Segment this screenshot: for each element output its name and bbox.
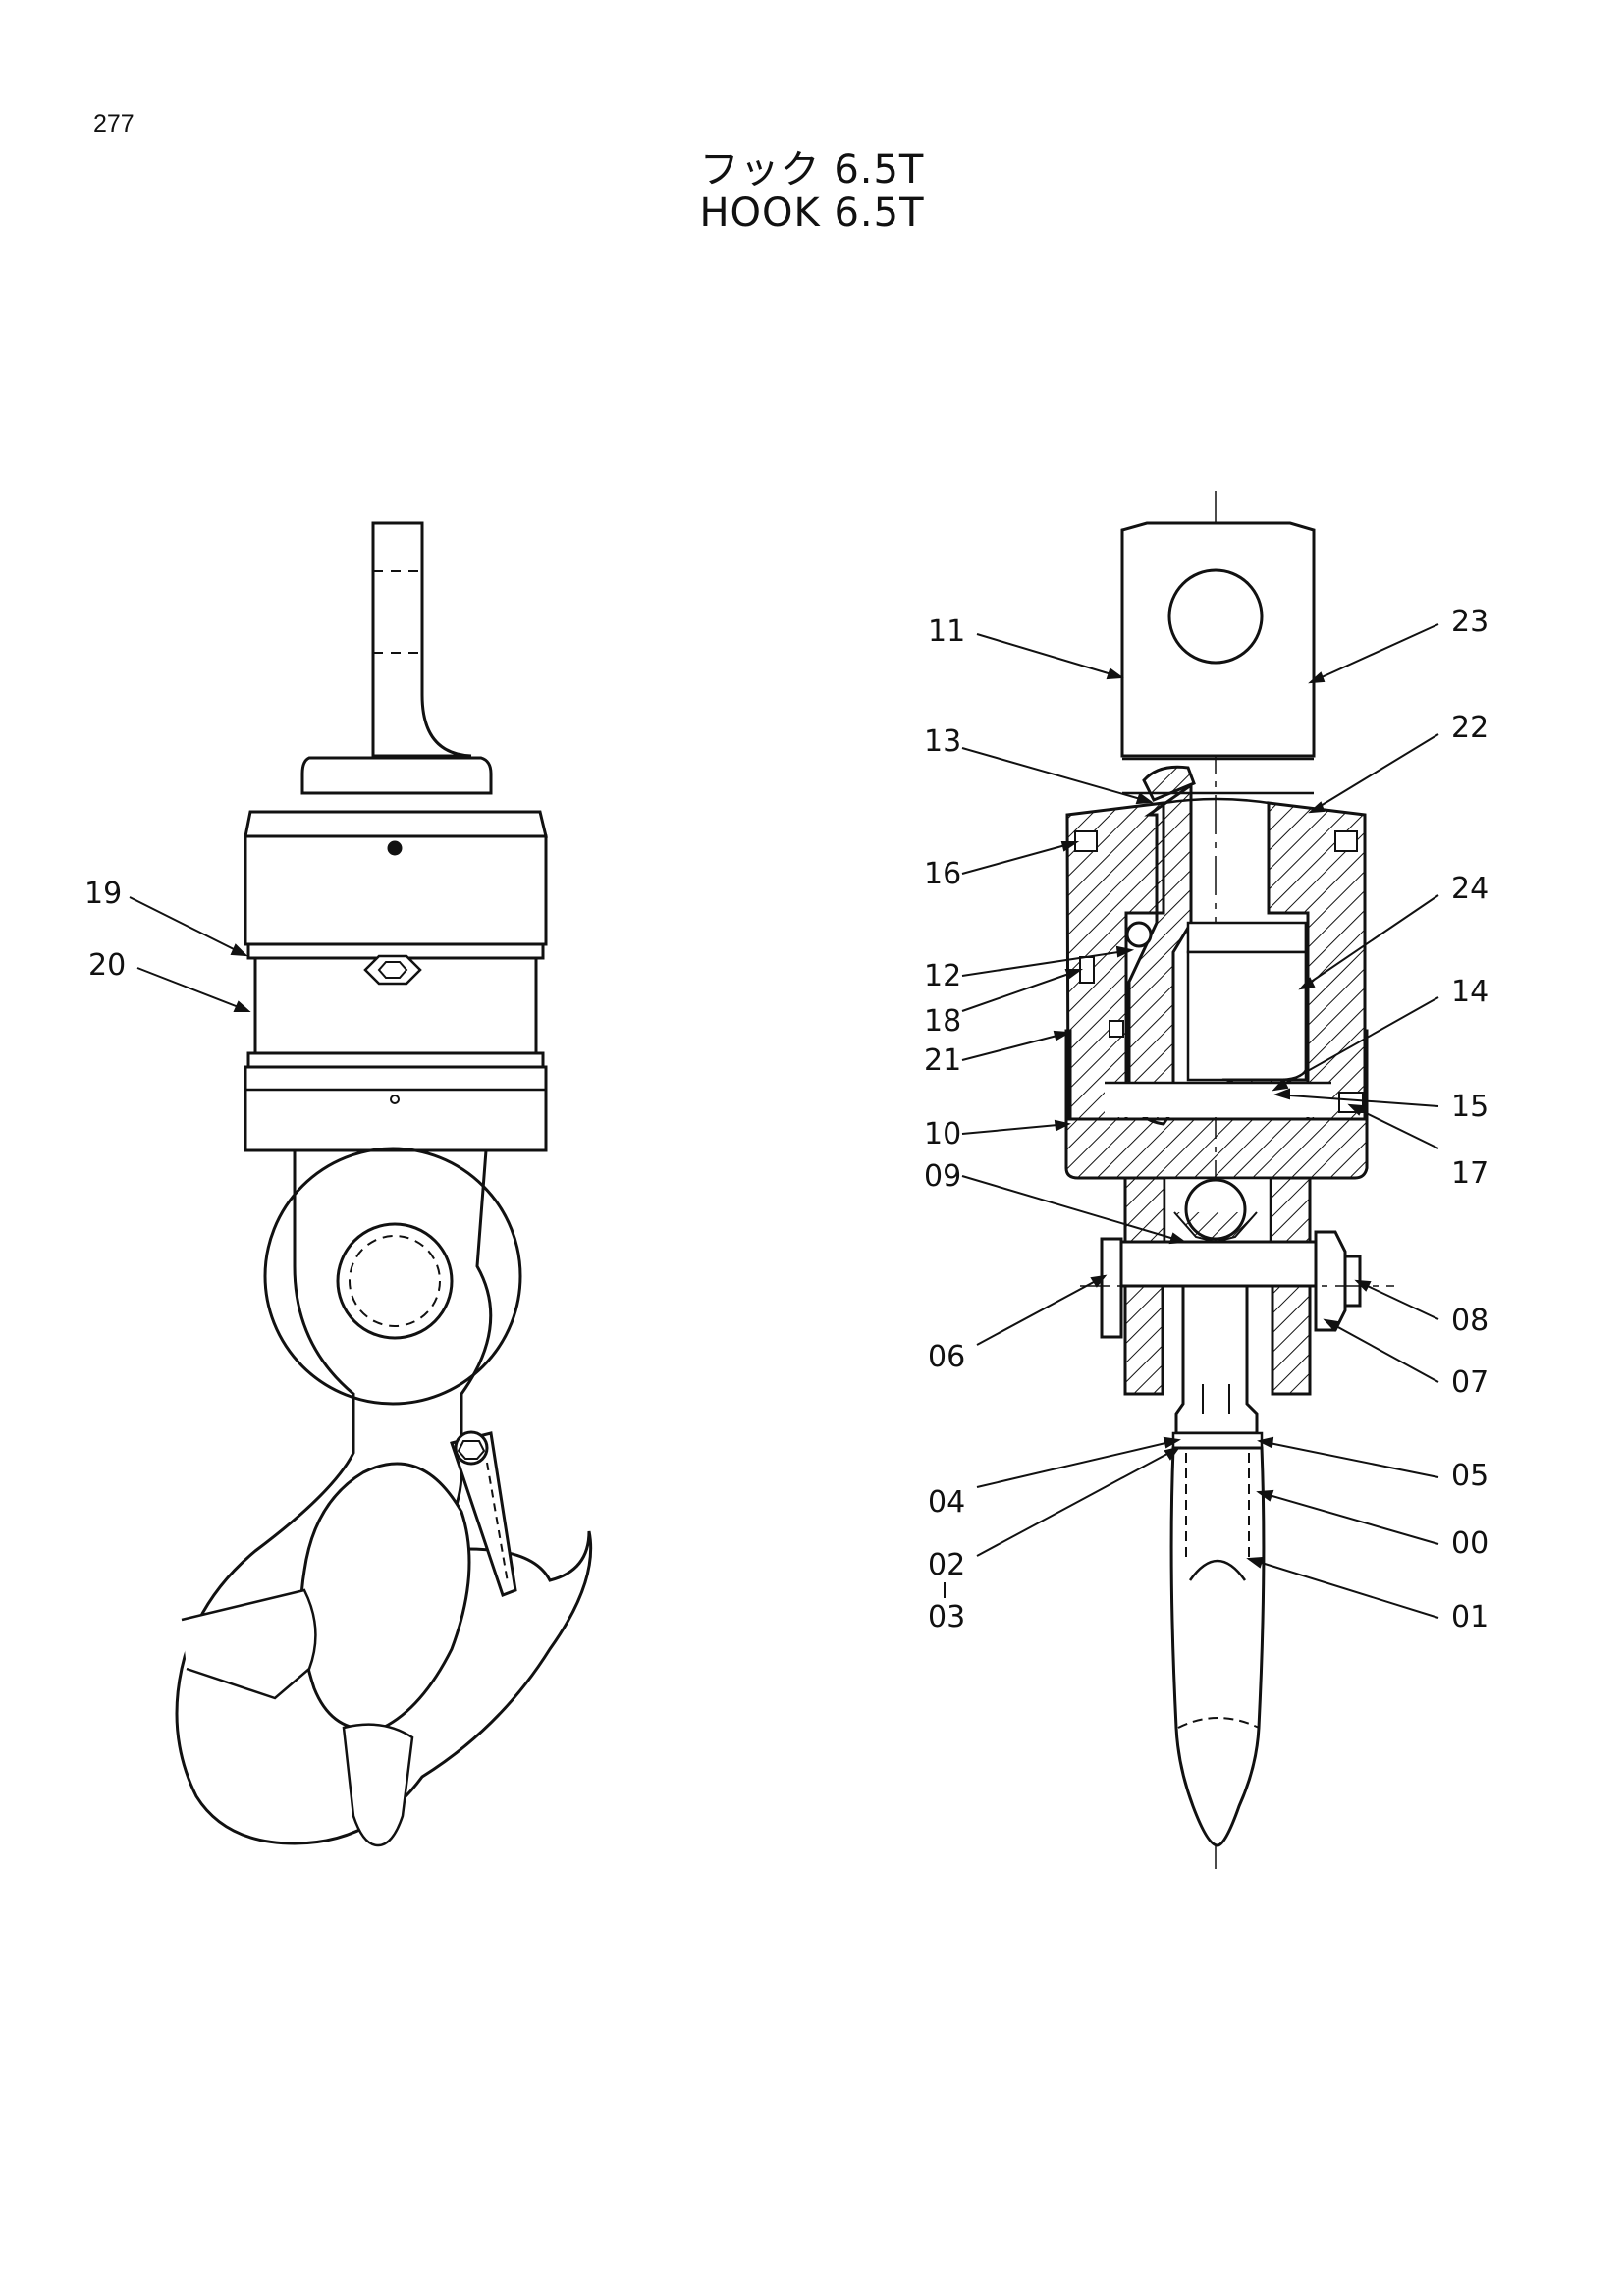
callout-24: 24 [1451,872,1489,906]
callout-20: 20 [88,948,126,983]
right-section-view [1064,491,1394,1875]
title-english: HOOK 6.5T [699,190,925,236]
callout-15: 15 [1451,1090,1489,1124]
callout-17: 17 [1451,1156,1489,1191]
callout-22: 22 [1451,711,1489,745]
left-cap [244,810,548,838]
callout-11: 11 [928,614,965,649]
page-number: 277 [93,110,135,137]
callout-09: 09 [924,1159,961,1194]
left-shank [371,521,472,758]
right-clevis-hole [1167,568,1264,665]
right-pin-nut [1314,1230,1347,1332]
left-pin-outer [336,1222,454,1340]
callout-10: 10 [924,1117,961,1151]
callout-16: 16 [924,857,961,891]
right-cross-pin [1100,1240,1320,1288]
right-side-bolt-right [1334,830,1358,852]
title-japanese: フック 6.5T [699,147,925,192]
right-base-plate [1064,1029,1369,1180]
callout-18: 18 [924,1004,961,1039]
callout-05: 05 [1451,1459,1489,1493]
left-hook-view [175,521,593,1847]
callout-14: 14 [1451,975,1489,1009]
callout-07: 07 [1451,1365,1489,1400]
callout-23: 23 [1451,605,1489,639]
callout-08: 08 [1451,1304,1489,1338]
callout-19: 19 [84,877,122,911]
callout-04: 04 [928,1485,965,1520]
callout-03: 03 [928,1600,965,1634]
left-pin-inner [349,1235,441,1327]
left-lower-collar [244,1065,548,1152]
right-inner-bore [1186,921,1308,954]
callout-02: 02 [928,1548,965,1582]
callout-00: 00 [1451,1526,1489,1561]
right-lower-shank [1174,1284,1259,1435]
left-eye-ring [263,1147,522,1406]
callout-13: 13 [924,724,961,759]
callout-01: 01 [1451,1600,1489,1634]
right-taper-sleeve [1169,1446,1266,1847]
callout-12: 12 [924,959,961,993]
right-inner-nut [1142,765,1196,802]
callout-06: 06 [928,1340,965,1374]
right-leaders [961,623,1439,1619]
left-lube-hole-top [387,840,403,856]
callout-21: 21 [924,1043,961,1078]
left-shank-flange [300,756,493,795]
left-leaders [129,896,251,1012]
